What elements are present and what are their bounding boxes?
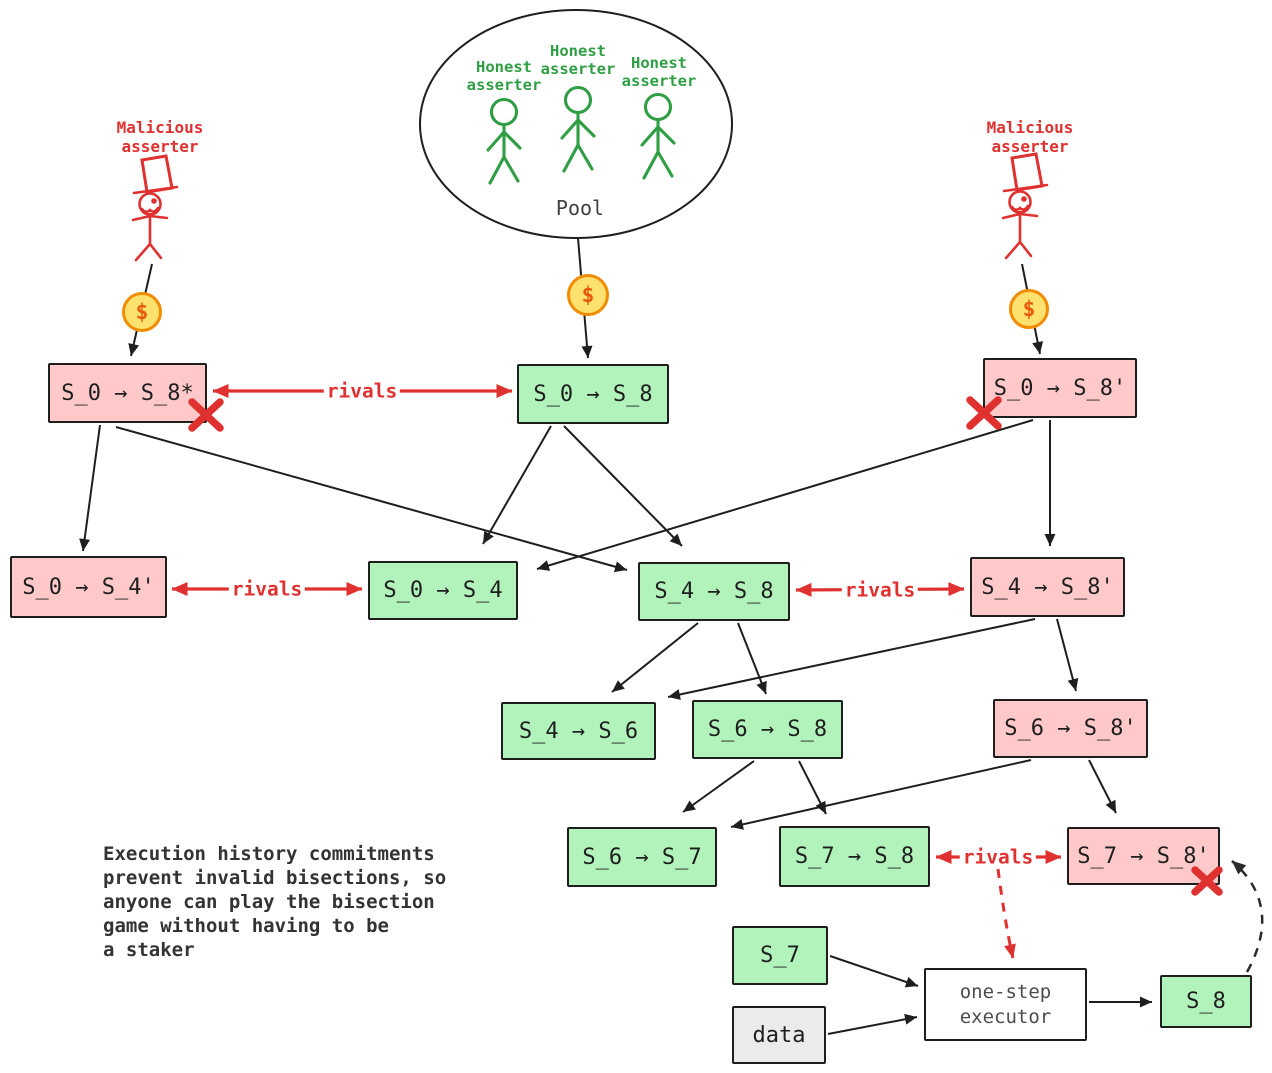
- pool-ellipse: [419, 9, 733, 239]
- note-line: game without having to be: [103, 915, 389, 937]
- note-line: Execution history commitments: [103, 843, 435, 865]
- node-s0-s4: S_0 → S_4: [368, 561, 518, 620]
- node-s8: S_8: [1160, 975, 1252, 1028]
- node-s6-s7: S_6 → S_7: [567, 827, 717, 887]
- dollar-sign: $: [581, 283, 595, 307]
- node-s4-s6: S_4 → S_6: [501, 702, 656, 760]
- node-s7-s8: S_7 → S_8: [779, 826, 930, 887]
- stake-coin-icon: $: [122, 292, 162, 332]
- dollar-sign: $: [1022, 297, 1036, 321]
- stake-coin-icon: $: [1009, 289, 1049, 329]
- note-line: anyone can play the bisection: [103, 891, 435, 913]
- node-s0-s4-prime: S_0 → S_4': [10, 556, 167, 618]
- black-arrows: [79, 237, 1152, 1035]
- node-s0-s8-prime: S_0 → S_8': [983, 358, 1137, 418]
- malicious-asserter-label: Malicious asserter: [986, 118, 1074, 156]
- node-s6-s8-prime: S_6 → S_8': [993, 699, 1148, 758]
- node-one-step-executor: one-step executor: [924, 968, 1087, 1041]
- note-text: Execution history commitments prevent in…: [103, 842, 446, 962]
- honest-asserter-label: Honest asserter: [466, 58, 542, 94]
- dollar-sign: $: [135, 300, 149, 324]
- malicious-asserter-label: Malicious asserter: [116, 118, 204, 156]
- node-s7-s8-prime: S_7 → S_8': [1067, 827, 1220, 885]
- honest-asserter-label: Honest asserter: [540, 42, 616, 78]
- node-s7: S_7: [732, 926, 828, 985]
- node-data: data: [732, 1006, 826, 1064]
- node-s0-s8-star: S_0 → S_8*: [48, 363, 207, 423]
- note-line: prevent invalid bisections, so: [103, 867, 447, 889]
- pool-label: Pool: [555, 196, 605, 220]
- red-x-marks: [188, 396, 1223, 896]
- rivals-to-executor-dashed-arrow: [996, 868, 1016, 959]
- s8-to-s7s8prime-dashed-arrow: [1231, 860, 1264, 973]
- node-s4-s8: S_4 → S_8: [638, 562, 790, 621]
- node-s6-s8: S_6 → S_8: [692, 700, 843, 759]
- node-s4-s8-prime: S_4 → S_8': [970, 557, 1125, 617]
- note-line: a staker: [103, 939, 195, 961]
- honest-asserter-label: Honest asserter: [621, 54, 697, 90]
- node-s0-s8: S_0 → S_8: [517, 364, 669, 424]
- stake-coin-icon: $: [567, 274, 609, 316]
